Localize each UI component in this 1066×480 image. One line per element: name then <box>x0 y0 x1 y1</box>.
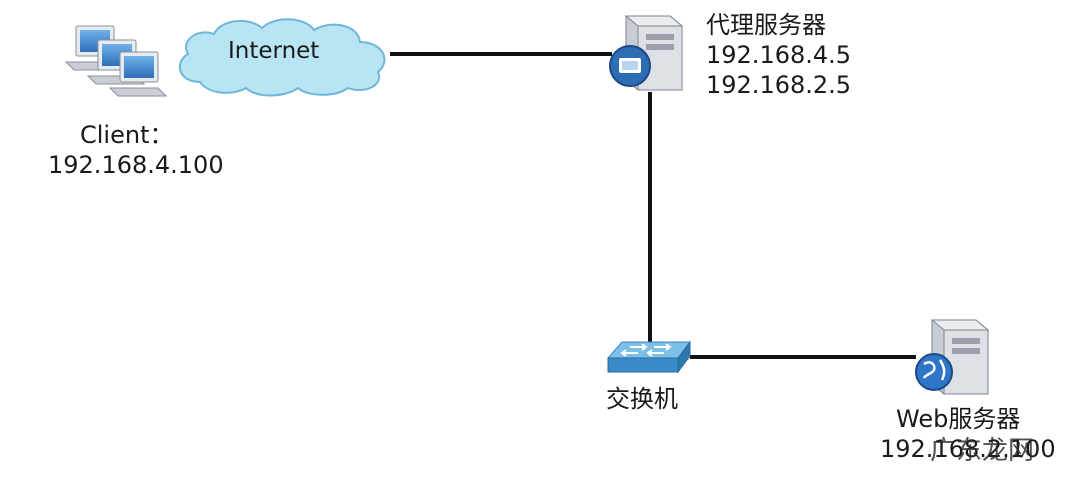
switch-icon <box>606 340 691 374</box>
client-computers-icon <box>64 25 168 97</box>
proxy-ip-1: 192.168.4.5 <box>706 41 852 69</box>
web-label: Web服务器 192.168.2.100 <box>880 404 1056 464</box>
internet-label: Internet <box>228 38 320 64</box>
web-name: Web服务器 <box>896 405 1021 433</box>
proxy-server-icon <box>609 15 684 91</box>
proxy-label: 代理服务器 192.168.4.5 192.168.2.5 <box>706 10 851 100</box>
web-server-icon <box>915 319 990 395</box>
client-ip: 192.168.4.100 <box>48 151 224 179</box>
watermark-text: 广东龙网 <box>930 436 1035 466</box>
client-label: Client： 192.168.4.100 <box>48 120 224 180</box>
web-ip: 192.168.2.100 <box>880 435 1056 463</box>
proxy-name: 代理服务器 <box>706 11 826 39</box>
proxy-ip-2: 192.168.2.5 <box>706 71 852 99</box>
switch-label: 交换机 <box>606 385 678 413</box>
client-name: Client： <box>80 121 174 149</box>
cloud-icon <box>178 18 386 97</box>
